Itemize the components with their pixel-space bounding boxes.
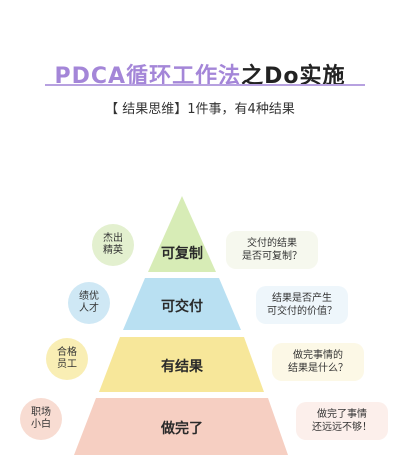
tier-3-bubble: 合格 员工 — [46, 338, 88, 380]
tier-1-label: 可复制 — [161, 246, 203, 262]
tier-3-label: 有结果 — [161, 359, 203, 375]
subtitle: 【 结果思维】1件事，有4种结果 — [105, 102, 295, 117]
tier-2-label: 可交付 — [161, 299, 203, 315]
tier-1-bubble: 杰出 精英 — [92, 224, 134, 266]
pyramid-tier-3 — [99, 337, 264, 392]
pyramid-tier-1 — [148, 196, 216, 272]
pyramid-tier-4 — [74, 398, 288, 455]
pyramid-tier-2 — [123, 278, 241, 330]
tier-4-bubble: 职场 小白 — [20, 398, 62, 440]
tier-4-label: 做完了 — [161, 421, 203, 437]
title-underline — [45, 84, 365, 86]
tier-3-note: 做完事情的 结果是什么？ — [272, 343, 364, 381]
tier-2-bubble: 绩优 人才 — [68, 282, 110, 324]
tier-1-note: 交付的结果 是否可复制？ — [226, 231, 318, 269]
tier-2-note: 结果是否产生 可交付的价值？ — [256, 286, 348, 324]
tier-4-note: 做完了事情 还远远不够！ — [296, 402, 388, 440]
